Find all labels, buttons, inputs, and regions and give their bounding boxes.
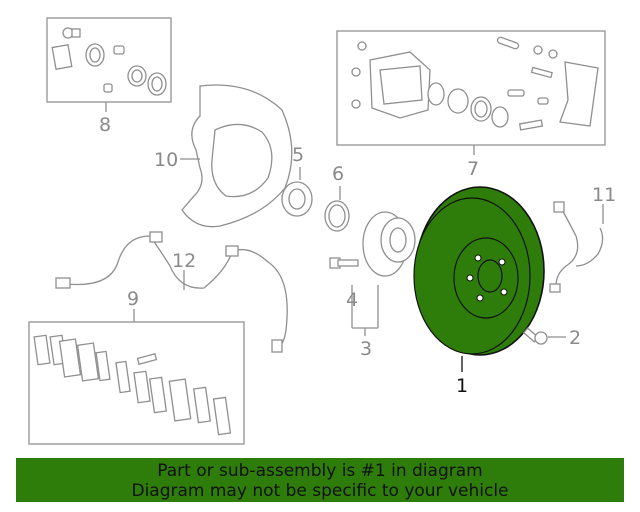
callout-8[interactable]: 8 [99, 114, 111, 136]
part-12-sensor-harness[interactable] [55, 231, 288, 353]
part-10-dust-shield[interactable] [181, 84, 293, 228]
part-8-kit-box[interactable] [46, 17, 172, 103]
part-4-hub-bolt[interactable] [329, 257, 359, 269]
notice-line-2: Diagram may not be specific to your vehi… [131, 481, 509, 501]
part-5-bearing[interactable] [281, 181, 313, 217]
callout-12[interactable]: 12 [172, 250, 196, 272]
notice-line-1: Part or sub-assembly is #1 in diagram [157, 461, 483, 481]
part-3-hub[interactable] [362, 211, 416, 277]
part-2-screw[interactable] [522, 327, 548, 345]
highlight-notice-banner: Part or sub-assembly is #1 in diagram Di… [16, 458, 624, 502]
callout-5[interactable]: 5 [292, 144, 304, 166]
callout-4[interactable]: 4 [346, 289, 358, 311]
part-7-caliper-box[interactable] [336, 30, 606, 146]
part-9-pad-box[interactable] [28, 321, 245, 445]
callout-3[interactable]: 3 [360, 338, 372, 360]
part-11-wear-sensor[interactable] [549, 201, 604, 293]
callout-9[interactable]: 9 [127, 288, 139, 310]
callout-2[interactable]: 2 [569, 327, 581, 349]
callout-1[interactable]: 1 [456, 375, 468, 397]
callout-6[interactable]: 6 [332, 163, 344, 185]
callout-11[interactable]: 11 [592, 184, 616, 206]
callout-7[interactable]: 7 [467, 158, 479, 180]
parts-diagram: 8 7 10 5 6 [28, 17, 616, 445]
part-6-snap-ring[interactable] [324, 200, 350, 232]
part-1-brake-rotor[interactable] [413, 186, 545, 356]
callout-10[interactable]: 10 [154, 149, 178, 171]
